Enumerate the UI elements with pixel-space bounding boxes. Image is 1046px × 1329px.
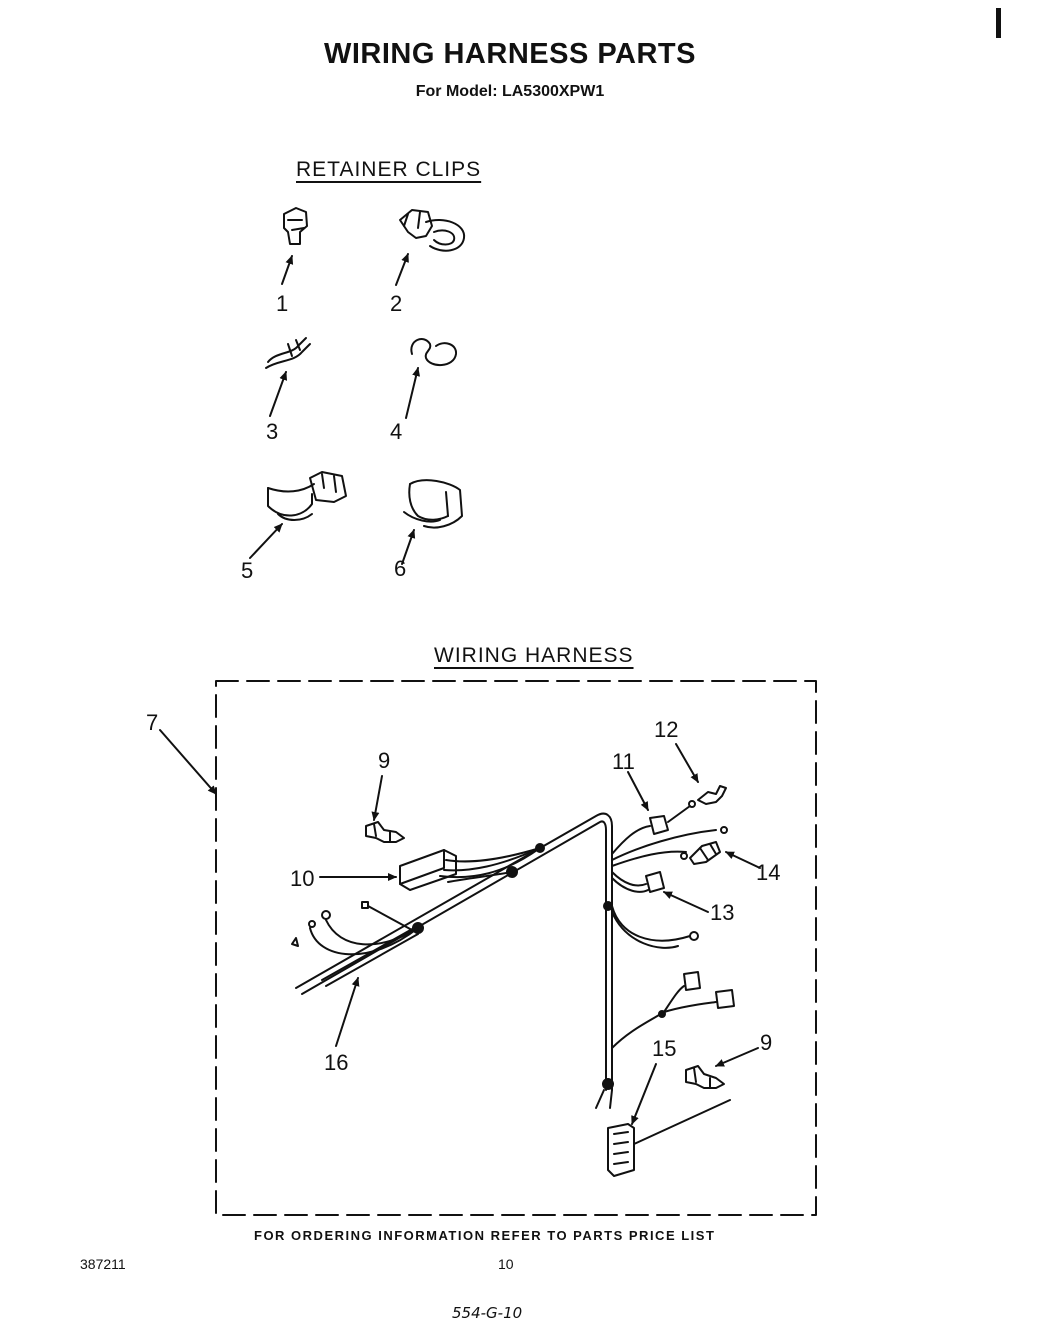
leader-arrow-6 bbox=[401, 529, 416, 565]
retainer-clip-5-icon bbox=[249, 471, 347, 559]
wiring-harness-heading: WIRING HARNESS bbox=[434, 644, 634, 667]
part-label-9-upper: 9 bbox=[378, 748, 391, 773]
ordering-information-note: FOR ORDERING INFORMATION REFER TO PARTS … bbox=[254, 1228, 716, 1243]
part-label-1: 1 bbox=[276, 291, 289, 316]
retainer-clip-4-icon bbox=[405, 338, 458, 419]
leader-arrow-2 bbox=[395, 253, 409, 286]
leader-arrow-16 bbox=[335, 977, 360, 1047]
retainer-clip-1-icon bbox=[281, 207, 308, 285]
retainer-clip-3-icon bbox=[265, 337, 311, 417]
retainer-clip-2-icon bbox=[395, 209, 466, 286]
part-label-13: 13 bbox=[710, 900, 735, 925]
page-title: WIRING HARNESS PARTS bbox=[324, 38, 696, 70]
leader-arrow-7 bbox=[159, 729, 217, 795]
leader-arrow-13 bbox=[663, 891, 709, 913]
part-label-12: 12 bbox=[654, 717, 679, 742]
leader-arrow-9-upper bbox=[371, 775, 383, 821]
leader-arrow-3 bbox=[269, 371, 288, 417]
model-subtitle: For Model: LA5300XPW1 bbox=[415, 83, 605, 100]
leader-arrow-15 bbox=[631, 1063, 657, 1125]
document-number: 387211 bbox=[80, 1256, 126, 1272]
leader-arrow-1 bbox=[281, 255, 294, 285]
part-label-16: 16 bbox=[324, 1050, 349, 1075]
retainer-clip-6-icon bbox=[401, 479, 463, 565]
part-label-14: 14 bbox=[756, 860, 781, 885]
part-label-5: 5 bbox=[241, 558, 254, 583]
leader-arrow-14 bbox=[725, 851, 761, 869]
part-label-2: 2 bbox=[390, 291, 403, 316]
harness-bundle bbox=[291, 785, 735, 1177]
leader-arrow-12 bbox=[675, 743, 699, 783]
part-label-3: 3 bbox=[266, 419, 279, 444]
page-edge-mark bbox=[996, 8, 1001, 38]
part-label-6: 6 bbox=[394, 556, 407, 581]
leader-arrow-4 bbox=[405, 367, 421, 419]
retainer-clips-heading: RETAINER CLIPS bbox=[296, 158, 482, 181]
page-number: 10 bbox=[498, 1256, 514, 1272]
leader-arrow-5 bbox=[249, 523, 283, 559]
harness-frame bbox=[215, 680, 817, 1216]
leader-arrow-9-lower bbox=[715, 1047, 759, 1067]
handwritten-note: 554-G-10 bbox=[452, 1304, 523, 1322]
part-label-11: 11 bbox=[612, 749, 635, 774]
part-label-15: 15 bbox=[652, 1036, 677, 1061]
part-label-9-lower: 9 bbox=[760, 1030, 773, 1055]
leader-arrow-11 bbox=[627, 771, 649, 811]
part-label-10: 10 bbox=[290, 866, 315, 891]
part-label-4: 4 bbox=[390, 419, 403, 444]
part-label-7: 7 bbox=[146, 710, 159, 735]
